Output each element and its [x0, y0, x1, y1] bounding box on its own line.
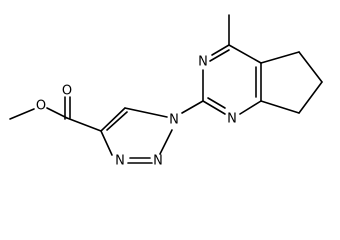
- bond-c4-c5: [100, 107, 126, 132]
- bond-c4-c5-inner: [106, 111, 128, 131]
- bond-lines: [9, 14, 323, 164]
- atom-n-pyrimidine-bottom: N: [227, 112, 237, 127]
- bond-c5-n1: [124, 107, 168, 118]
- bond-methyl-o: [9, 108, 35, 120]
- bond-c4a-c5: [260, 51, 300, 64]
- bond-n1-c2: [181, 100, 204, 114]
- atom-n-pyrimidine-top: N: [198, 55, 208, 70]
- bond-n-top-c4: [211, 44, 230, 56]
- bond-n-top-c4-inner: [209, 49, 230, 62]
- bond-c2-n-bottom: [202, 100, 226, 115]
- bond-n3-c4: [100, 130, 113, 156]
- atom-o-methoxy: O: [36, 99, 46, 114]
- atom-n2-triazole: N: [153, 154, 163, 169]
- bond-carbonyl-to-ring: [66, 117, 102, 132]
- bond-c2-n-bottom-inner: [207, 97, 226, 109]
- atom-n3-triazole: N: [115, 154, 125, 169]
- bond-o-carbonyl-carbon: [46, 107, 68, 119]
- bond-c4-c4a: [228, 44, 262, 64]
- atom-n1-triazole: N: [169, 113, 179, 128]
- atom-o-carbonyl: O: [62, 84, 72, 99]
- bond-n1-n2: [159, 129, 173, 155]
- bond-c6-c7: [298, 81, 323, 114]
- chemical-structure: O O N N N N N: [9, 14, 323, 169]
- bond-c5-c6: [298, 51, 323, 83]
- bond-c7a-n-bottom: [239, 100, 262, 115]
- bond-c7-c7a: [260, 100, 300, 114]
- atom-labels: O O N N N N N: [36, 55, 237, 169]
